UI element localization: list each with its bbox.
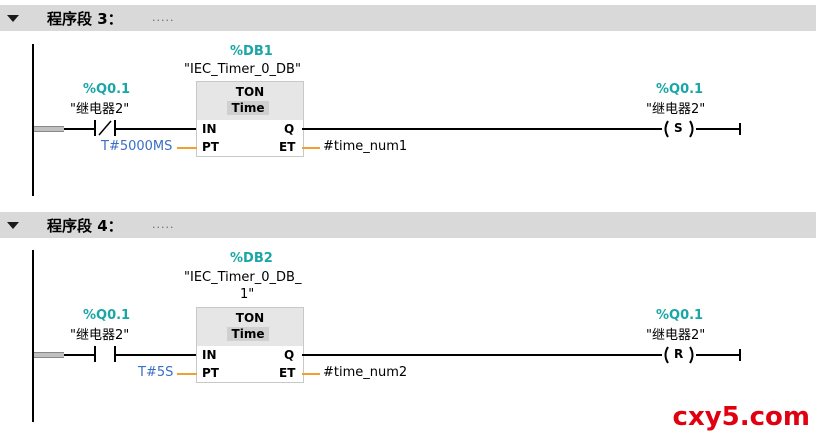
contact-right-bar <box>114 346 116 362</box>
contact-address: %Q0.1 <box>83 82 131 97</box>
pin-in: IN <box>202 348 217 362</box>
et-variable[interactable]: #time_num1 <box>323 139 408 154</box>
pin-in: IN <box>202 122 217 136</box>
contact-address: %Q0.1 <box>83 308 131 323</box>
segment-3-header[interactable]: 程序段 3： ..... <box>0 5 816 31</box>
coil-tag-name: "继电器2" <box>646 102 706 117</box>
contact-left-bar <box>94 120 96 136</box>
block-subtype: Time <box>227 101 269 115</box>
coil-type: R <box>674 347 684 361</box>
pin-pt: PT <box>202 366 219 380</box>
pin-et: ET <box>279 140 296 154</box>
et-connector <box>302 147 320 149</box>
power-flow-indicator <box>34 352 64 358</box>
watermark: cxy5.com <box>672 402 810 432</box>
pin-et: ET <box>279 366 296 380</box>
left-power-rail <box>32 250 34 422</box>
pin-q: Q <box>284 122 295 136</box>
contact-tag-name: "继电器2" <box>70 102 130 117</box>
block-subtype: Time <box>227 327 269 341</box>
instance-db-name: "IEC_Timer_0_DB" <box>184 62 301 77</box>
pt-connector <box>177 147 197 149</box>
power-flow-indicator <box>34 126 64 132</box>
coil-type: S <box>674 121 683 135</box>
rung-wire <box>302 128 662 130</box>
collapse-triangle-icon[interactable] <box>7 222 19 229</box>
coil-address: %Q0.1 <box>656 82 704 97</box>
pt-constant[interactable]: T#5000MS <box>101 139 173 154</box>
rung-wire <box>302 354 662 356</box>
db-number: %DB2 <box>230 251 273 266</box>
instance-db-name: "IEC_Timer_0_DB_ <box>184 270 302 285</box>
rung-wire <box>64 128 94 130</box>
ton-timer-block[interactable]: TON Time IN PT Q ET <box>196 307 304 383</box>
coil-brackets-icon <box>664 120 694 138</box>
segment-4-comment[interactable]: ..... <box>152 218 175 231</box>
et-connector <box>302 373 320 375</box>
rung-wire <box>696 354 740 356</box>
instance-db-name-line2: 1" <box>240 287 255 302</box>
left-power-rail <box>32 44 34 196</box>
pt-connector <box>177 373 197 375</box>
block-type: TON <box>235 311 265 325</box>
collapse-triangle-icon[interactable] <box>7 15 19 22</box>
pt-constant[interactable]: T#5S <box>138 365 174 380</box>
contact-left-bar <box>94 346 96 362</box>
rung-wire <box>116 354 198 356</box>
ton-timer-block[interactable]: TON Time IN PT Q ET <box>196 81 304 157</box>
coil-address: %Q0.1 <box>656 308 704 323</box>
rung-wire <box>64 354 94 356</box>
db-number: %DB1 <box>230 44 273 59</box>
block-type: TON <box>235 85 265 99</box>
segment-3-comment[interactable]: ..... <box>152 11 175 24</box>
rung-wire <box>116 128 198 130</box>
segment-4-header[interactable]: 程序段 4： ..... <box>0 212 816 238</box>
contact-right-bar <box>114 120 116 136</box>
segment-4-title: 程序段 4： <box>47 217 123 235</box>
pin-pt: PT <box>202 140 219 154</box>
pin-q: Q <box>284 348 295 362</box>
rung-wire <box>696 128 740 130</box>
segment-3-title: 程序段 3： <box>47 10 123 28</box>
et-variable[interactable]: #time_num2 <box>323 365 408 380</box>
rung-end <box>739 123 741 135</box>
contact-tag-name: "继电器2" <box>70 328 130 343</box>
coil-tag-name: "继电器2" <box>646 328 706 343</box>
coil-brackets-icon <box>664 346 694 364</box>
contact-slash-icon <box>98 120 112 136</box>
rung-end <box>739 349 741 361</box>
